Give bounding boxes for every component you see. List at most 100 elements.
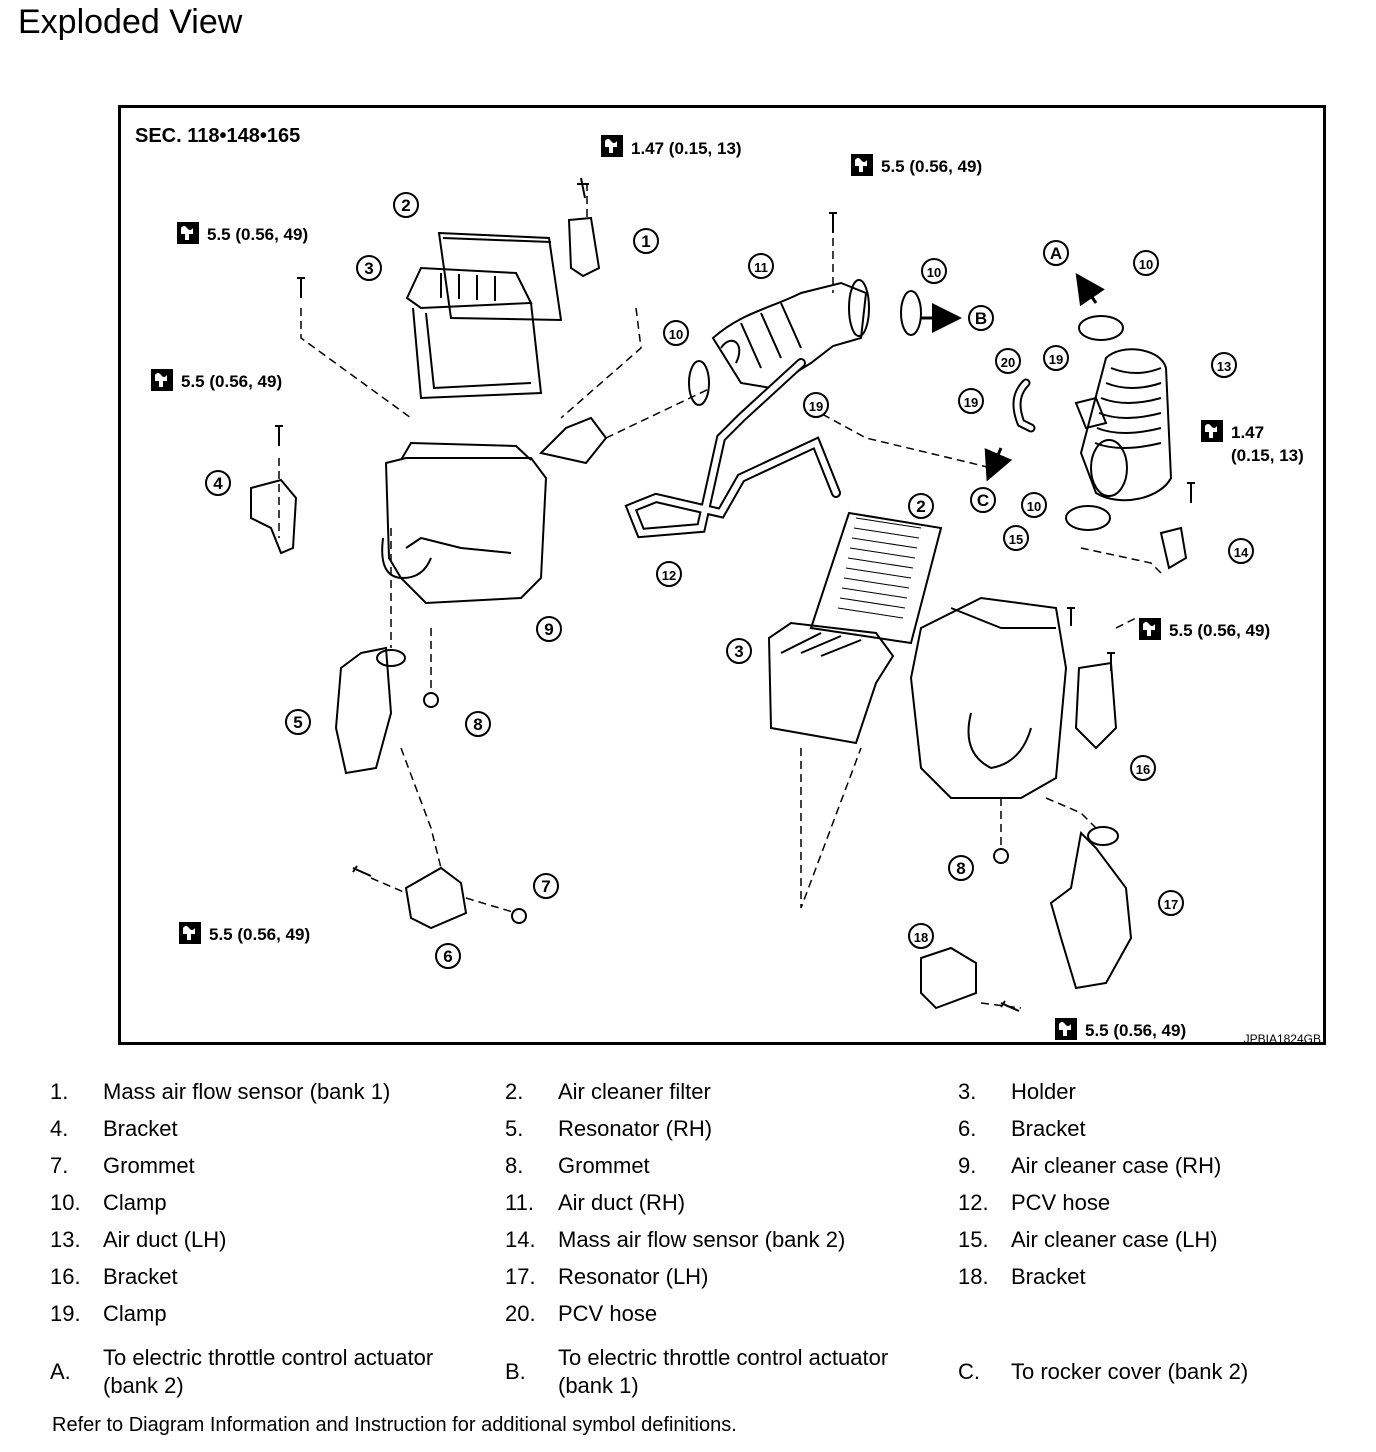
callout-9: 9: [536, 616, 562, 642]
legend-text: Grommet: [558, 1153, 650, 1178]
mass-air-flow-sensor-bank1: [567, 216, 601, 278]
svg-text:17: 17: [1164, 897, 1178, 912]
legend-num: 14.: [505, 1227, 536, 1252]
legend-text: Resonator (LH): [558, 1264, 709, 1289]
legend-text: Air cleaner case (LH): [1011, 1227, 1218, 1252]
legend-num: 3.: [958, 1079, 977, 1104]
svg-text:14: 14: [1234, 545, 1249, 560]
svg-text:13: 13: [1217, 359, 1231, 374]
resonator-rh: [334, 646, 393, 775]
callouts: 1 2 3 4 5 6 7 8 9 10 10 10 10 11 12 13 1…: [205, 192, 1254, 969]
torque-wrench-icon: [179, 922, 201, 944]
legend-num: 10.: [50, 1190, 81, 1215]
svg-text:9: 9: [544, 620, 553, 639]
callout-a: A: [1043, 240, 1069, 266]
callout-13: 13: [1211, 352, 1237, 378]
legend-num: 17.: [505, 1264, 536, 1289]
legend-num: 15.: [958, 1227, 989, 1252]
callout-12: 12: [656, 561, 682, 587]
torque-wrench-icon: [177, 222, 199, 244]
air-duct-lh: [1079, 348, 1173, 502]
torque-label-4: 5.5 (0.56, 49): [151, 369, 282, 391]
callout-11: 11: [748, 253, 774, 279]
torque-value: 5.5 (0.56, 49): [207, 225, 308, 244]
legend-num: 18.: [958, 1264, 989, 1289]
callout-4: 4: [205, 470, 231, 496]
torque-value: 5.5 (0.56, 49): [181, 372, 282, 391]
grommet-8-rh: [423, 692, 439, 708]
figure-code: JPBIA1824GB: [1244, 1032, 1321, 1045]
legend-num: 1.: [50, 1079, 69, 1104]
svg-text:C: C: [977, 491, 989, 510]
callout-2-rh: 2: [393, 192, 419, 218]
clamp-rh-2: [900, 290, 922, 336]
svg-text:19: 19: [964, 395, 978, 410]
callout-8-rh: 8: [465, 711, 491, 737]
callout-10-rh-2: 10: [921, 258, 947, 284]
clamp-lh-1: [1078, 315, 1124, 341]
svg-text:5: 5: [293, 713, 302, 732]
legend-num: 20.: [505, 1301, 536, 1326]
page-title: Exploded View: [18, 3, 243, 41]
svg-text:2: 2: [916, 497, 925, 516]
torque-label-1: 1.47 (0.15, 13): [601, 135, 742, 158]
legend-num: A.: [50, 1359, 71, 1384]
svg-text:20: 20: [1001, 355, 1015, 370]
resonator-lh: [1049, 830, 1133, 990]
svg-text:2: 2: [401, 196, 410, 215]
legend-text: To electric throttle control actuator (b…: [103, 1345, 434, 1398]
exploded-view-diagram: SEC. 118•148•165 1.47 (0.15, 13) 5.5 (0.…: [118, 105, 1326, 1045]
callout-3-lh: 3: [726, 638, 752, 664]
callout-16: 16: [1130, 755, 1156, 781]
legend-num: 8.: [505, 1153, 524, 1178]
air-cleaner-case-lh: [909, 596, 1068, 799]
direction-arrows: [921, 273, 1105, 482]
legend-text: Air cleaner case (RH): [1011, 1153, 1222, 1178]
callout-8-lh: 8: [948, 855, 974, 881]
arrow-to-c-icon: [984, 447, 1013, 482]
svg-text:19: 19: [809, 399, 823, 414]
torque-value: 5.5 (0.56, 49): [1085, 1021, 1186, 1040]
svg-text:8: 8: [473, 715, 482, 734]
svg-text:6: 6: [443, 947, 452, 966]
callout-14: 14: [1228, 538, 1254, 564]
svg-text:1: 1: [641, 232, 650, 251]
legend-num: B.: [505, 1359, 526, 1384]
bracket-6: [404, 866, 468, 930]
svg-text:10: 10: [1139, 257, 1153, 272]
callout-10-rh-1: 10: [663, 320, 689, 346]
grommet-7: [511, 908, 527, 924]
callout-10-lh-1: 10: [1133, 250, 1159, 276]
svg-text:3: 3: [364, 259, 373, 278]
parts-line-art: [250, 177, 1195, 1012]
holder-rh: [405, 266, 533, 310]
torque-label-2: 5.5 (0.56, 49): [851, 154, 982, 176]
legend-num: 5.: [505, 1116, 524, 1141]
callout-20: 20: [995, 348, 1021, 374]
grommet-8-lh: [993, 848, 1009, 864]
torque-label-3: 5.5 (0.56, 49): [177, 222, 308, 244]
callout-6: 6: [435, 943, 461, 969]
svg-text:8: 8: [956, 859, 965, 878]
torque-wrench-icon: [1201, 420, 1223, 442]
torque-wrench-icon: [151, 369, 173, 391]
svg-text:10: 10: [669, 327, 683, 342]
legend-text: Clamp: [103, 1190, 167, 1215]
air-cleaner-filter-rh: [437, 231, 563, 322]
callout-19-c: 19: [958, 388, 984, 414]
legend-text: PCV hose: [558, 1301, 658, 1326]
arrow-to-a-icon: [1075, 273, 1105, 307]
callout-b: B: [968, 305, 994, 331]
legend-text: Grommet: [103, 1153, 195, 1178]
legend-num: 2.: [505, 1079, 524, 1104]
callout-15: 15: [1003, 525, 1029, 551]
callout-19-a: 19: [803, 392, 829, 418]
legend-text: To rocker cover (bank 2): [1011, 1359, 1249, 1384]
svg-text:12: 12: [662, 568, 676, 583]
air-cleaner-filter-lh: [809, 511, 943, 645]
torque-label-5: 1.47 (0.15, 13): [1201, 420, 1304, 465]
callout-7: 7: [533, 873, 559, 899]
legend-num: 11.: [505, 1190, 534, 1215]
legend-num: 6.: [958, 1116, 977, 1141]
svg-text:B: B: [975, 309, 987, 328]
